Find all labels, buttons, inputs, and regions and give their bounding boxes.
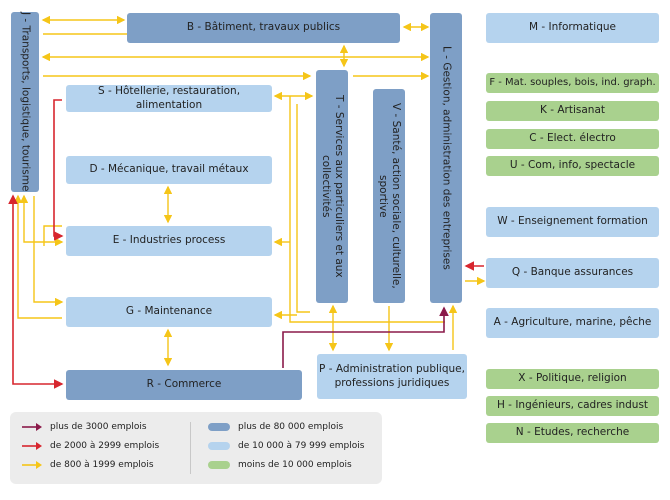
arrow-r-l-purple <box>282 306 449 368</box>
box-q-banque: Q - Banque assurances <box>486 258 659 288</box>
legend-box-10000-label: de 10 000 à 79 999 emplois <box>238 441 365 451</box>
legend-box-10000: de 10 000 à 79 999 emplois <box>208 441 364 451</box>
box-f-materiaux: F - Mat. souples, bois, ind. graph. <box>486 73 659 93</box>
yellow-arrow-icon <box>22 461 42 469</box>
legend-arrow-800-label: de 800 à 1999 emplois <box>50 460 154 470</box>
legend-arrow-2000-label: de 2000 à 2999 emplois <box>50 441 160 451</box>
box-a-agriculture: A - Agriculture, marine, pêche <box>486 308 659 338</box>
legend-arrow-3000: plus de 3000 emplois <box>22 422 147 432</box>
legend-divider <box>190 422 191 474</box>
legend-box-80000-label: plus de 80 000 emplois <box>238 422 344 432</box>
box-m-informatique: M - Informatique <box>486 13 659 43</box>
legend-box-less-label: moins de 10 000 emplois <box>238 460 352 470</box>
legend-arrow-3000-label: plus de 3000 emplois <box>50 422 147 432</box>
box-s-hotellerie: S - Hôtellerie, restauration, alimentati… <box>66 85 272 112</box>
box-u-com: U - Com, info, spectacle <box>486 156 659 176</box>
box-n-etudes: N - Etudes, recherche <box>486 423 659 443</box>
purple-arrow-icon <box>22 423 42 431</box>
box-j-transports: J - Transports, logistique, tourisme <box>11 12 39 192</box>
box-c-elect: C - Elect. électro <box>486 129 659 149</box>
light-blue-swatch <box>208 442 230 450</box>
arrow-j-e <box>19 194 64 247</box>
legend-arrow-2000: de 2000 à 2999 emplois <box>22 441 159 451</box>
box-t-services: T - Services aux particuliers et aux col… <box>316 70 348 303</box>
box-v-sante: V - Santé, action sociale, culturelle, s… <box>373 89 405 303</box>
box-l-gestion: L - Gestion, administration des entrepri… <box>430 13 462 303</box>
dark-blue-swatch <box>208 423 230 431</box>
box-h-ingenieurs: H - Ingénieurs, cadres indust <box>486 396 659 416</box>
box-e-industries: E - Industries process <box>66 226 272 256</box>
arrow-bundle-2 <box>296 104 310 313</box>
box-k-artisanat: K - Artisanat <box>486 101 659 121</box>
legend-box-less: moins de 10 000 emplois <box>208 460 352 470</box>
box-p-administration: P - Administration publique, professions… <box>317 354 467 399</box>
red-arrow-icon <box>22 442 42 450</box>
arrow-j-g <box>33 196 64 307</box>
legend: plus de 3000 emplois de 2000 à 2999 empl… <box>10 412 382 484</box>
box-d-mecanique: D - Mécanique, travail métaux <box>66 156 272 184</box>
arrow-s-e-red <box>53 99 64 241</box>
arrow-t-down <box>289 96 445 323</box>
box-r-commerce: R - Commerce <box>66 370 302 400</box>
box-g-maintenance: G - Maintenance <box>66 297 272 327</box>
box-x-politique: X - Politique, religion <box>486 369 659 389</box>
legend-box-80000: plus de 80 000 emplois <box>208 422 343 432</box>
legend-arrow-800: de 800 à 1999 emplois <box>22 460 154 470</box>
arrow-j-r-red <box>8 194 64 389</box>
box-w-enseignement: W - Enseignement formation <box>486 207 659 237</box>
box-b-batiment: B - Bâtiment, travaux publics <box>127 13 400 43</box>
green-swatch <box>208 461 230 469</box>
